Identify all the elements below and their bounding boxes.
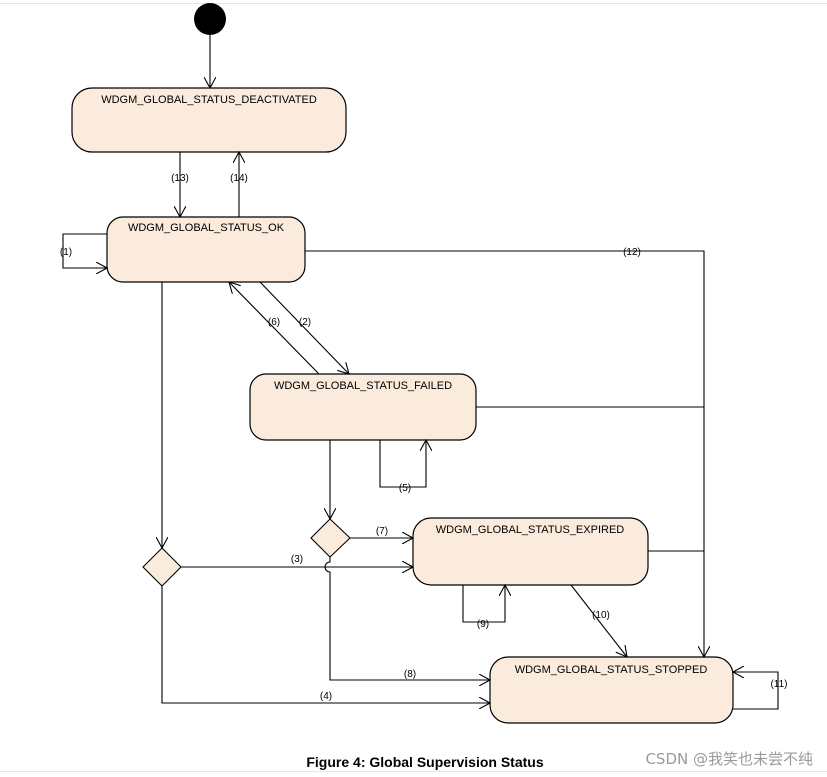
figure-caption: Figure 4: Global Supervision Status — [306, 754, 544, 770]
transition-label: (14) — [230, 173, 248, 184]
transition-label: (3) — [291, 554, 303, 565]
state-label: WDGM_GLOBAL_STATUS_DEACTIVATED — [101, 94, 317, 106]
transition-label: (12) — [623, 247, 641, 258]
state-failed: WDGM_GLOBAL_STATUS_FAILED — [249, 373, 477, 441]
transition-2 — [259, 281, 349, 374]
transition-9 — [462, 585, 505, 623]
state-label: WDGM_GLOBAL_STATUS_FAILED — [274, 380, 452, 392]
transition-1 — [62, 233, 107, 268]
transition-4 — [161, 586, 490, 703]
transition-6 — [229, 282, 320, 375]
transition-label: (10) — [592, 610, 610, 621]
transition-8 — [324, 557, 490, 680]
bottom-border — [0, 771, 827, 772]
transition-label: (11) — [770, 679, 787, 690]
transition-label: (1) — [60, 247, 72, 258]
transition-10 — [570, 584, 627, 657]
transition-5 — [379, 440, 426, 488]
transition-11 — [733, 672, 779, 710]
state-label: WDGM_GLOBAL_STATUS_STOPPED — [515, 664, 708, 676]
state-ok: WDGM_GLOBAL_STATUS_OK — [106, 216, 306, 283]
state-expired: WDGM_GLOBAL_STATUS_EXPIRED — [412, 517, 649, 586]
transition-label: (13) — [171, 173, 189, 184]
decision-failed — [310, 518, 351, 558]
decision-ok — [142, 547, 182, 587]
state-deactivated: WDGM_GLOBAL_STATUS_DEACTIVATED — [71, 87, 347, 153]
transition-label: (8) — [404, 669, 416, 680]
watermark: CSDN @我笑也未尝不纯 — [645, 750, 813, 768]
transition-label: (6) — [268, 317, 280, 328]
transition-label: (4) — [320, 691, 332, 702]
transition-12 — [305, 250, 704, 657]
initial-state — [194, 3, 226, 35]
state-label: WDGM_GLOBAL_STATUS_OK — [128, 222, 285, 234]
transition-label: (9) — [477, 619, 489, 630]
state-label: WDGM_GLOBAL_STATUS_EXPIRED — [436, 524, 625, 536]
top-border — [0, 3, 827, 4]
state-stopped: WDGM_GLOBAL_STATUS_STOPPED — [489, 656, 734, 724]
transition-label: (5) — [399, 483, 411, 494]
transition-label: (7) — [376, 526, 388, 537]
transition-label: (2) — [299, 317, 311, 328]
